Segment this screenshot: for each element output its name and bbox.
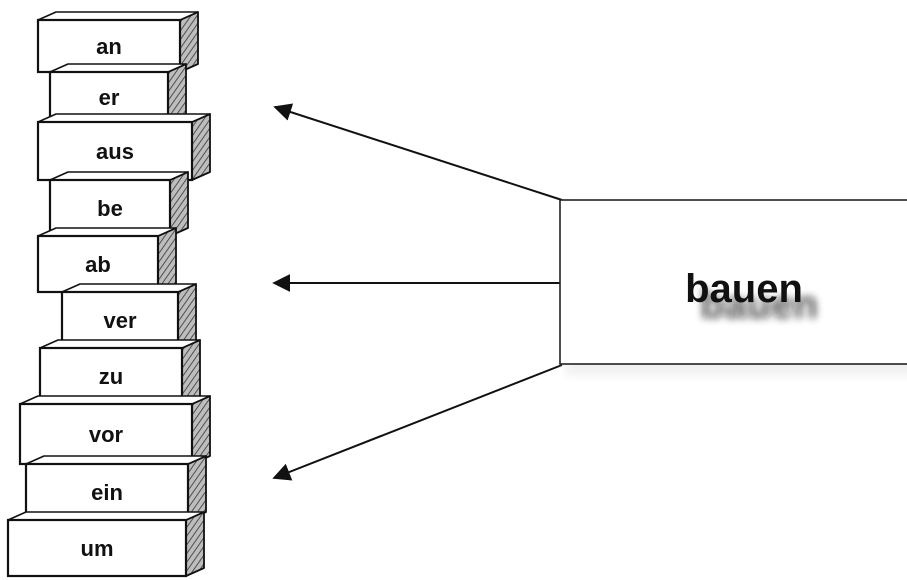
block-top-face [49,63,187,73]
root-word-box: bauen bauen [559,199,907,376]
prefix-block-vor: vor [18,395,211,466]
block-side-face [191,395,211,465]
block-top-face [37,113,211,123]
block-side-face [181,339,201,405]
prefix-block-um: um [6,511,205,578]
prefix-label: aus [96,139,134,164]
arrows [272,103,563,481]
block-top-face [19,395,211,405]
block-top-face [25,455,207,465]
block-side-face [187,455,207,521]
block-front-face [36,234,160,294]
prefix-block-ein: ein [24,455,207,522]
block-top-face [61,283,197,293]
block-front-face [6,518,188,578]
prefix-label: be [97,196,123,221]
prefix-label: zu [99,364,123,389]
arrow-lower [272,364,563,481]
block-side-face [179,11,199,73]
block-side-face [191,113,211,181]
arrow-upper [273,103,563,201]
block-side-face [185,511,205,577]
block-top-face [49,171,189,181]
block-top-face [37,11,199,21]
prefix-label: ein [91,480,123,505]
prefix-label: um [81,536,114,561]
block-front-face [18,402,194,466]
block-front-face [36,120,194,182]
prefix-label: ver [103,308,136,333]
prefix-block-ab: ab [36,227,177,294]
prefix-block-aus: aus [36,113,211,182]
prefix-label: an [96,34,122,59]
root-word-shadow: bauen [700,283,818,327]
prefix-label: vor [89,422,124,447]
prefix-block-ver: ver [60,283,197,350]
root-word-label: bauen [685,267,803,311]
block-top-face [37,227,177,237]
block-side-face [177,283,197,349]
prefix-label: er [99,85,120,110]
prefix-block-zu: zu [38,339,201,406]
block-side-face [157,227,177,293]
prefix-stack: an er aus be ab ver zu vor ein um [6,11,211,578]
prefix-label: ab [85,252,111,277]
prefix-block-an: an [36,11,199,74]
block-top-face [39,339,201,349]
block-top-face [7,511,205,521]
prefix-block-be: be [48,171,189,238]
block-front-face [38,346,184,406]
block-front-face [60,290,180,350]
block-side-face [169,171,189,237]
